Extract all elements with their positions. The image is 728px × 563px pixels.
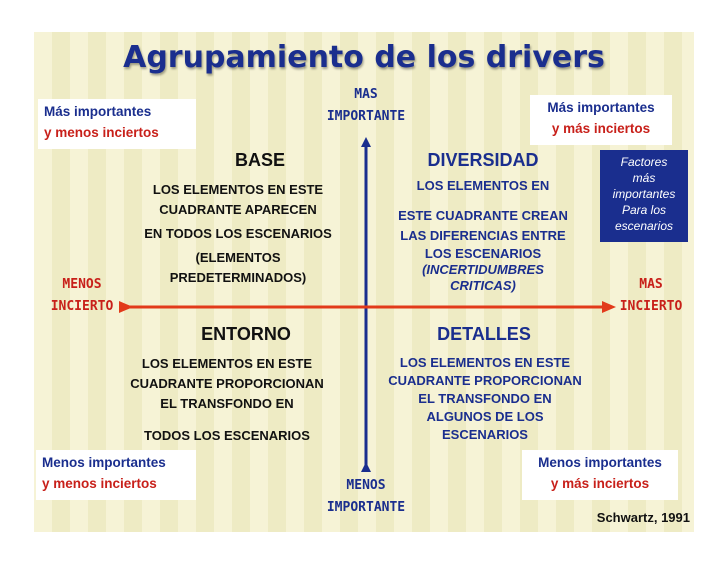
page-title: Agrupamiento de los drivers [123,40,605,75]
quadrant-diversidad-line1: LOS ELEMENTOS EN [416,178,550,193]
axis-label-left-line2: INCIERTO [50,299,114,314]
quadrant-diversidad-line3: LAS DIFERENCIAS ENTRE [400,228,566,243]
axis-label-top: MAS IMPORTANTE [296,84,436,128]
quadrant-detalles-line5: ESCENARIOS [442,427,528,442]
corner-bottom-right: Menos importantes y más inciertos [522,450,678,500]
quadrant-diversidad-line2: ESTE CUADRANTE CREAN [398,208,568,223]
axis-label-top-line2: IMPORTANTE [326,109,406,124]
quadrant-entorno-line4: TODOS LOS ESCENARIOS [144,428,310,443]
factores-line3: importantes [612,187,676,201]
factores-box: Factores más importantes Para los escena… [600,150,688,242]
corner-top-left-line1: Más importantes [44,104,152,119]
quadrant-base-line1: LOS ELEMENTOS EN ESTE [152,182,324,197]
quadrant-diversidad-title: DIVERSIDAD [427,150,539,170]
corner-bottom-left: Menos importantes y menos inciertos [36,450,196,500]
quadrant-diversidad-line4: LOS ESCENARIOS [424,246,542,261]
quadrant-detalles-line2: CUADRANTE PROPORCIONAN [388,373,582,388]
factores-line2: más [632,171,656,185]
axis-label-bottom-line2: IMPORTANTE [326,500,406,515]
quadrant-diversidad-text: LOS ELEMENTOS EN ESTE CUADRANTE CREAN LA… [372,176,594,294]
quadrant-detalles-title: DETALLES [437,324,531,344]
quadrant-base-line4: (ELEMENTOS [195,250,281,265]
quadrant-base-line3: EN TODOS LOS ESCENARIOS [144,226,332,241]
quadrant-detalles-line3: EL TRANSFONDO EN [418,391,552,406]
axis-label-bottom-line1: MENOS [346,478,386,493]
factores-line4: Para los [621,203,667,217]
quadrant-base-text: LOS ELEMENTOS EN ESTE CUADRANTE APARECEN… [116,180,360,288]
quadrant-entorno-text: LOS ELEMENTOS EN ESTE CUADRANTE PROPORCI… [104,354,350,446]
corner-top-left-line2: y menos inciertos [44,125,159,140]
axis-label-left: MENOS INCIERTO [34,274,130,318]
axis-label-left-line1: MENOS [62,277,102,292]
corner-top-left: Más importantes y menos inciertos [38,99,196,149]
factores-line5: escenarios [614,219,674,233]
quadrant-entorno-line3: EL TRANSFONDO EN [160,396,294,411]
credit-text: Schwartz, 1991 [596,510,690,525]
axis-label-right: MAS INCIERTO [608,274,694,318]
slide: Agrupamiento de los drivers Más importan… [34,32,694,532]
quadrant-diversidad-line5: (INCERTIDUMBRES [422,262,544,277]
quadrant-axes [119,137,616,472]
quadrant-entorno-title: ENTORNO [201,324,291,344]
quadrant-entorno-line1: LOS ELEMENTOS EN ESTE [141,356,313,371]
corner-bottom-right-line1: Menos importantes [538,455,662,470]
corner-bottom-left-line1: Menos importantes [42,455,166,470]
quadrant-base-title: BASE [234,150,285,170]
axis-label-right-line2: INCIERTO [619,299,683,314]
quadrant-entorno-line2: CUADRANTE PROPORCIONAN [130,376,324,391]
corner-top-right-line1: Más importantes [547,100,655,115]
quadrant-diversidad-line6: CRITICAS) [450,278,516,293]
quadrant-detalles-text: LOS ELEMENTOS EN ESTE CUADRANTE PROPORCI… [374,354,596,444]
axis-label-top-line1: MAS [354,87,378,102]
corner-top-right-line2: y más inciertos [551,121,651,136]
axis-label-bottom: MENOS IMPORTANTE [296,475,436,519]
factores-line1: Factores [620,155,668,169]
corner-bottom-right-line2: y más inciertos [550,476,650,491]
quadrant-detalles-line4: ALGUNOS DE LOS [426,409,544,424]
axis-label-right-line1: MAS [639,277,663,292]
quadrant-base-line2: CUADRANTE APARECEN [159,202,317,217]
corner-bottom-left-line2: y menos inciertos [42,476,157,491]
quadrant-detalles-line1: LOS ELEMENTOS EN ESTE [399,355,571,370]
corner-top-right: Más importantes y más inciertos [530,95,672,145]
quadrant-base-line5: PREDETERMINADOS) [169,270,307,285]
